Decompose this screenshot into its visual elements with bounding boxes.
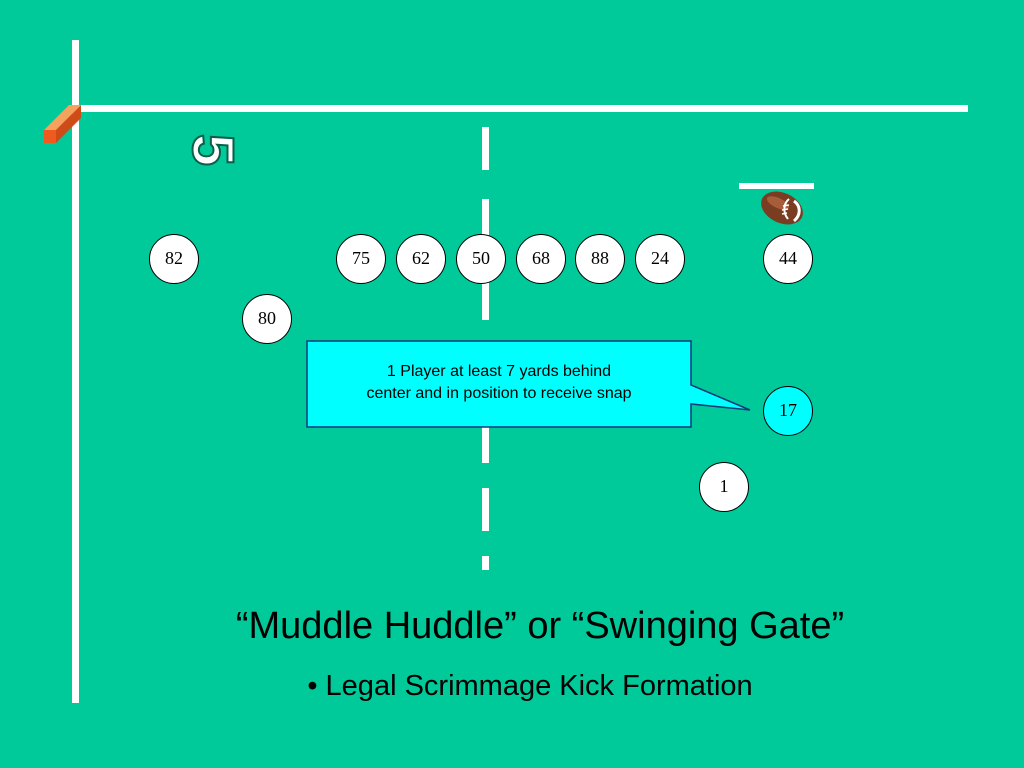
player-62: 62 [396, 234, 446, 284]
football-icon [761, 191, 803, 225]
line-of-scrimmage-dash [482, 556, 489, 570]
player-75: 75 [336, 234, 386, 284]
player-44: 44 [763, 234, 813, 284]
callout-text: 1 Player at least 7 yards behind center … [310, 342, 688, 424]
player-50: 50 [456, 234, 506, 284]
line-of-scrimmage-dash [482, 199, 489, 239]
player-82: 82 [149, 234, 199, 284]
slide-title: “Muddle Huddle” or “Swinging Gate” [235, 605, 845, 647]
player-1: 1 [699, 462, 749, 512]
slide-subtitle: • Legal Scrimmage Kick Formation [307, 670, 753, 702]
player-80: 80 [242, 294, 292, 344]
line-of-scrimmage-dash [482, 280, 489, 320]
callout-line-2: center and in position to receive snap [366, 385, 632, 402]
callout-line-1: 1 Player at least 7 yards behind [386, 363, 612, 380]
line-of-scrimmage-dash [482, 427, 489, 463]
line-of-scrimmage-dash [482, 488, 489, 531]
kicking-tee-line [739, 183, 814, 189]
player-17-highlighted: 17 [763, 386, 813, 436]
pylon-icon [44, 105, 81, 143]
player-68: 68 [516, 234, 566, 284]
line-of-scrimmage-dash [482, 127, 489, 170]
yard-marker-number: 5 [179, 133, 246, 167]
goal-line [79, 105, 968, 112]
player-88: 88 [575, 234, 625, 284]
player-24: 24 [635, 234, 685, 284]
vertical-sideline [72, 40, 79, 703]
